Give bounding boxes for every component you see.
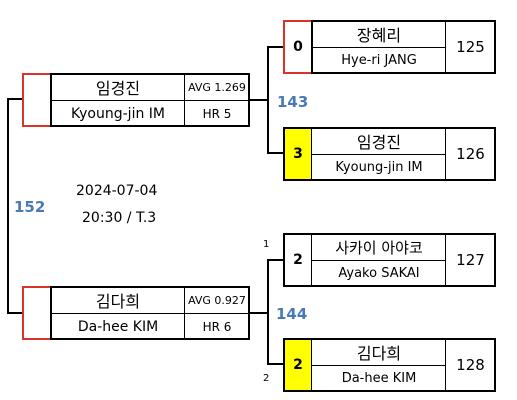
match-score: 2 bbox=[293, 252, 303, 268]
player-name-en: Da-hee KIM bbox=[341, 371, 417, 386]
match-id: 126 bbox=[456, 145, 485, 163]
player-name-ko: 임경진 bbox=[356, 133, 402, 152]
match-score: 0 bbox=[293, 39, 303, 55]
match-id: 125 bbox=[456, 38, 485, 56]
match-date: 2024-07-04 bbox=[76, 183, 158, 199]
player-name-en: Hye-ri JANG bbox=[341, 53, 417, 68]
player-name-ko: 임경진 bbox=[95, 79, 141, 98]
semifinal-1-match-number: 143 bbox=[277, 93, 309, 111]
player-name-en: Ayako SAKAI bbox=[338, 266, 420, 281]
seed-label-2: 2 bbox=[263, 373, 270, 384]
match-id: 127 bbox=[456, 251, 485, 269]
player-name-ko: 김다희 bbox=[95, 292, 141, 311]
match-id: 128 bbox=[456, 356, 485, 374]
player-high-run: HR 5 bbox=[202, 106, 232, 121]
match-time-table: 20:30 / T.3 bbox=[82, 210, 157, 226]
winner-score-cell bbox=[285, 340, 311, 390]
player-name-en: Kyoung-jin IM bbox=[70, 105, 165, 122]
player-average: AVG 0.927 bbox=[188, 293, 246, 307]
player-name-en: Kyoung-jin IM bbox=[335, 160, 423, 175]
final-match-number: 152 bbox=[14, 198, 46, 216]
seed-label-1: 1 bbox=[263, 239, 270, 250]
semifinal-2-connector-stub bbox=[250, 312, 268, 314]
player-name-en: Da-hee KIM bbox=[77, 318, 159, 335]
player-name-ko: 사카이 아야코 bbox=[335, 238, 423, 257]
match-score: 2 bbox=[293, 357, 303, 373]
player-name-ko: 김다희 bbox=[356, 344, 402, 363]
seed-slot bbox=[22, 73, 50, 127]
final-connector-top bbox=[7, 98, 23, 100]
semifinal-2-connector-vertical bbox=[267, 259, 269, 365]
semifinal-1-connector-stub bbox=[250, 99, 268, 101]
player-high-run: HR 6 bbox=[202, 319, 232, 334]
winner-score-cell bbox=[285, 129, 311, 179]
semifinal-2-match-number: 144 bbox=[276, 305, 308, 323]
final-connector-vertical bbox=[7, 98, 9, 314]
seed-slot bbox=[22, 286, 50, 340]
semifinal-1-connector-vertical bbox=[267, 46, 269, 154]
match-score: 3 bbox=[293, 146, 303, 162]
final-connector-bottom bbox=[7, 312, 23, 314]
player-name-ko: 장혜리 bbox=[356, 26, 402, 45]
player-average: AVG 1.269 bbox=[188, 80, 246, 94]
